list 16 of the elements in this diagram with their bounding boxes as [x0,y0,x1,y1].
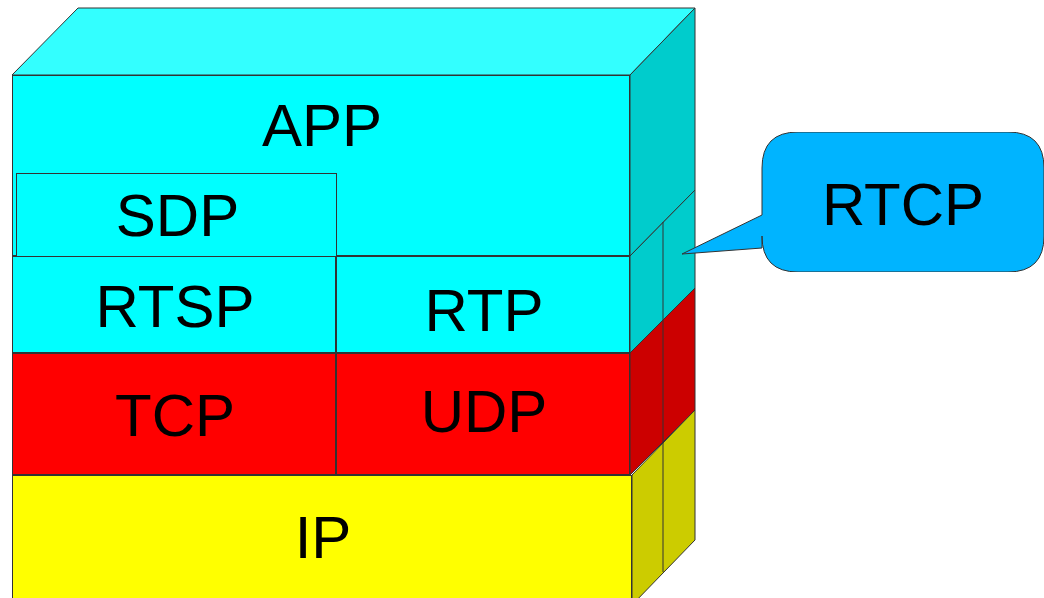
layer-box [12,353,336,475]
layer-label: IP [293,508,353,568]
layer-label: SDP [114,186,241,246]
layer-box [12,256,336,353]
layer-label: RTCP [820,175,986,235]
layer-box [336,256,630,353]
layer-box [16,173,337,257]
layer-label: RTSP [94,277,256,337]
layer-label: APP [260,96,384,156]
layer-label: RTP [423,281,545,341]
layer-label: UDP [419,382,549,442]
layer-box [12,75,630,256]
layer-box [12,475,632,598]
layer-box [336,353,630,475]
layer-label: TCP [114,386,236,446]
speech-bubble [682,132,1044,272]
